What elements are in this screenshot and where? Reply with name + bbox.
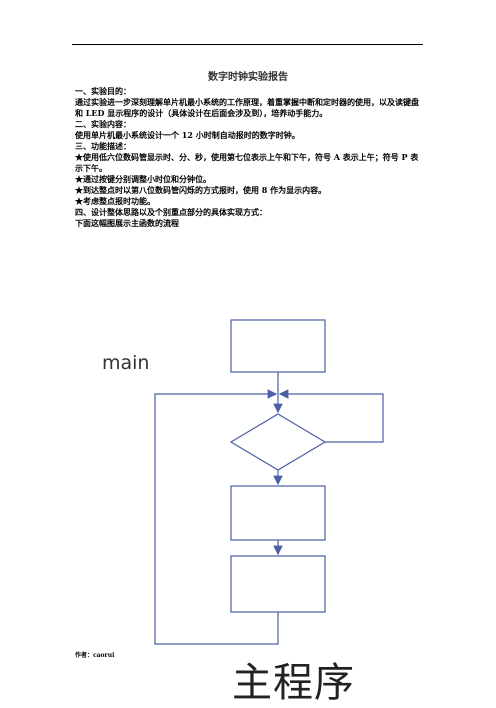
- section-heading-purpose: 一、实验目的：: [75, 86, 131, 96]
- section-heading-content: 二、实验内容：: [75, 119, 131, 129]
- section-heading-function: 三、功能描述：: [75, 141, 131, 151]
- flow-loop-left: [154, 389, 279, 645]
- document-body: 一、实验目的： 通过实验进一步深刻理解单片机最小系统的工作原理，着重掌握中断和定…: [75, 86, 421, 229]
- function-item-4: ★考虑整点报时功能。: [75, 196, 155, 206]
- section-heading-design: 四、设计整体思路以及个别重点部分的具体实现方式：: [75, 207, 267, 217]
- flow-loop-right: [278, 389, 384, 443]
- main-program-caption: 主程序: [232, 660, 355, 706]
- function-item-3: ★到达整点时以第八位数码管闪烁的方式报时，使用 8 作为显示内容。: [75, 185, 327, 195]
- flow-box-process-1: [230, 485, 326, 541]
- section-text-content: 使用单片机最小系统设计一个 12 小时制自动报时的数字时钟。: [75, 130, 300, 140]
- document-title: 数字时钟实验报告: [208, 72, 288, 83]
- flow-main-label: main: [102, 352, 150, 374]
- section-text-design: 下面这幅图展示主函数的流程: [75, 218, 179, 228]
- section-text-purpose: 通过实验进一步深刻理解单片机最小系统的工作原理，着重掌握中断和定时器的使用，以及…: [75, 97, 419, 118]
- flow-decision: [229, 413, 327, 471]
- function-item-2: ★通过按键分别调整小时位和分钟位。: [75, 174, 211, 184]
- header-rule: [72, 44, 423, 45]
- flow-box-process-2: [230, 555, 326, 613]
- function-item-1: ★使用低六位数码管显示时、分、秒，使用第七位表示上午和下午，符号 A 表示上午；…: [75, 152, 419, 173]
- author-line: 作者：caorui: [75, 652, 115, 659]
- flow-box-init: [230, 319, 326, 373]
